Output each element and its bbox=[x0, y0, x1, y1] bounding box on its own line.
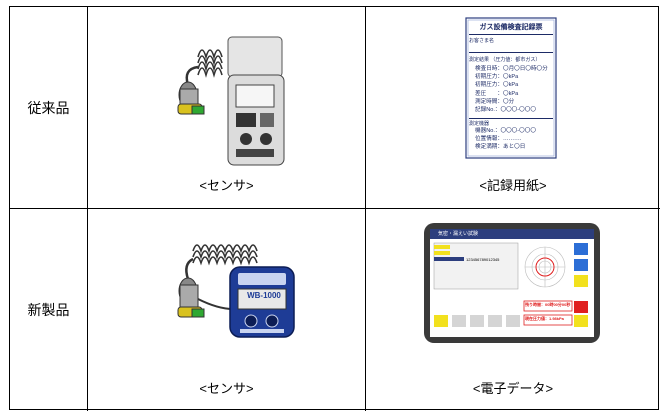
paper-item: 差圧 ：〇kPa bbox=[475, 90, 519, 97]
paper-item: 初期圧力：〇kPa bbox=[475, 82, 519, 89]
tablet-header: 気密・漏えい試験 bbox=[438, 231, 479, 237]
paper-item: 検査日時：〇月〇日〇時〇分 bbox=[475, 66, 548, 73]
paper-result-header: 測定結果 （圧力値：都市ガス） bbox=[469, 57, 541, 63]
tablet-illustration bbox=[424, 223, 600, 343]
paper-item: 記録No.：〇〇〇-〇〇〇 bbox=[475, 106, 536, 113]
conventional-sensor-caption: <センサ> bbox=[199, 178, 254, 193]
new-sensor-caption: <センサ> bbox=[199, 381, 254, 396]
paper-device-item: 機器No.：〇〇〇-〇〇〇 bbox=[475, 128, 536, 135]
row-label-text: 従来品 bbox=[27, 99, 70, 116]
row-label-conventional: 従来品 bbox=[10, 7, 88, 209]
new-sensor-illustration bbox=[177, 244, 295, 338]
paper-device-header: 測定機器 bbox=[469, 117, 553, 127]
cell-conventional-sensor: <センサ> bbox=[88, 7, 366, 209]
paper-title: ガス設備検査記録票 bbox=[469, 24, 553, 35]
cell-new-sensor: WB-1000 <センサ> bbox=[88, 209, 366, 411]
paper-item: 測定時間：〇分 bbox=[475, 98, 515, 105]
device-model-label: WB-1000 bbox=[247, 291, 281, 300]
record-paper-illustration bbox=[465, 17, 557, 159]
row-label-new: 新製品 bbox=[10, 209, 88, 411]
conventional-record-caption: <記録用紙> bbox=[479, 178, 547, 193]
paper-device-item: 検定満期：あと〇日 bbox=[475, 144, 526, 151]
conventional-sensor-illustration bbox=[177, 36, 285, 166]
paper-device-list: 機器No.：〇〇〇-〇〇〇 位置情報：‥‥‥‥‥ 検定満期：あと〇日 bbox=[469, 127, 553, 151]
tablet-id-value: 123456789012345 bbox=[466, 257, 500, 262]
record-paper-sheet: ガス設備検査記録票 お客さま名 測定結果 （圧力値：都市ガス） 検査日時：〇月〇… bbox=[469, 21, 553, 155]
cell-conventional-record: ガス設備検査記録票 お客さま名 測定結果 （圧力値：都市ガス） 検査日時：〇月〇… bbox=[366, 7, 660, 209]
paper-device-item: 位置情報：‥‥‥‥‥ bbox=[475, 136, 522, 143]
paper-item: 初期圧力：〇kPa bbox=[475, 74, 519, 81]
paper-customer-label: お客さま名 bbox=[469, 38, 553, 53]
cell-new-record: 気密・漏えい試験 123456789012345 残り時間：00時00分00秒 … bbox=[366, 209, 660, 411]
tablet-remain-time: 残り時間：00時00分00秒 bbox=[525, 302, 571, 307]
row-label-text: 新製品 bbox=[27, 302, 70, 318]
tablet-pressure-value: 現在圧力値：1.98kPa bbox=[525, 316, 564, 321]
paper-result-list: 検査日時：〇月〇日〇時〇分 初期圧力：〇kPa 初期圧力：〇kPa 差圧 ：〇k… bbox=[469, 65, 553, 114]
comparison-table: 従来品 <セン bbox=[9, 6, 660, 411]
new-record-caption: <電子データ> bbox=[472, 381, 554, 396]
